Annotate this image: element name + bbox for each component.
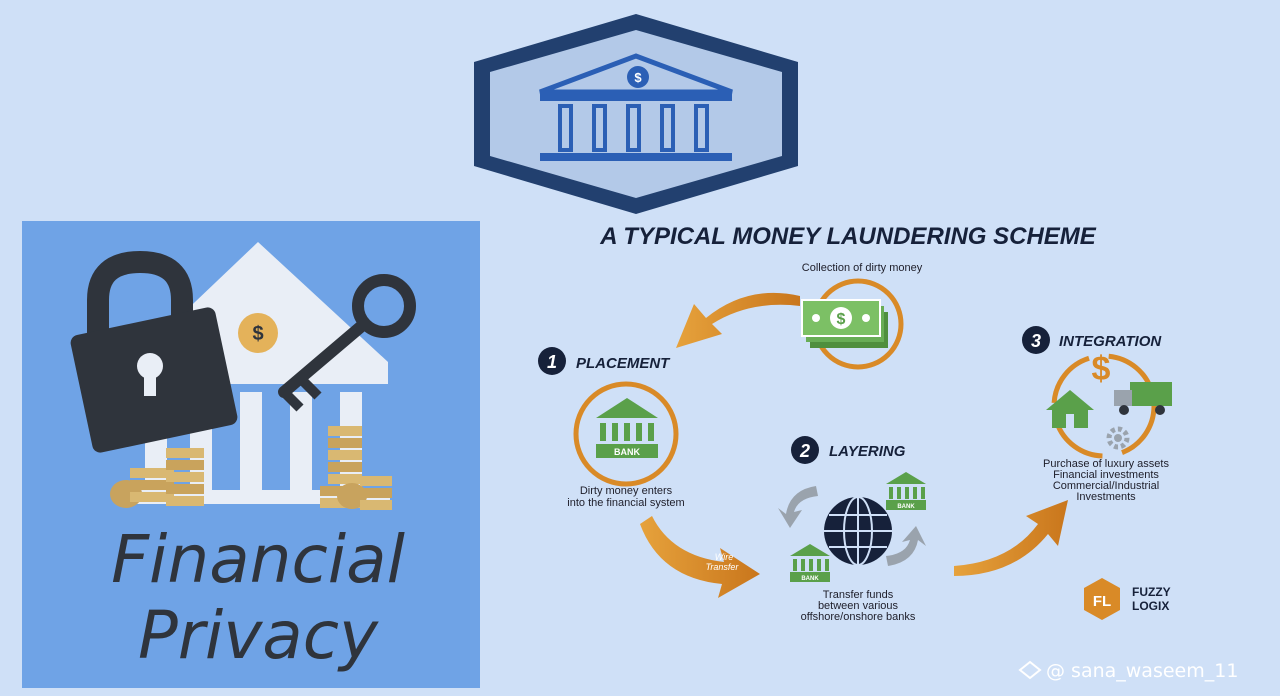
wire-label-line2: Transfer [706,562,740,572]
step-number-badge [538,347,566,375]
bank-icon: BANK [790,544,830,582]
placement-title: PLACEMENT [576,355,671,372]
flow-arrow-to-integration [954,500,1068,576]
cash-circle: $ [801,278,904,370]
layering-desc-line2: between various [818,600,899,612]
integration-title: INTEGRATION [1059,333,1162,350]
gear-icon [1106,426,1130,450]
svg-text:FL: FL [1093,593,1111,610]
layering-desc-line1: Transfer funds [823,589,894,601]
wire-label-line1: Wire [715,552,733,562]
collection-label: Collection of dirty money [802,262,923,274]
bank-icon: BANK [596,398,658,458]
step-number-badge [791,436,819,464]
bank-icon: BANK [886,472,926,510]
flow-arrow-to-placement [676,292,800,348]
padlock-icon [70,250,238,453]
dollar-icon: $ [252,323,263,345]
cash-icon: $ [801,299,888,348]
bank-label: BANK [801,576,819,582]
truck-icon [1114,382,1172,415]
financial-privacy-panel: $ [22,221,480,688]
placement-desc-line2: into the financial system [567,497,684,509]
watermark: @ sana_waseem_11 [1018,660,1238,682]
hexagon-bank-badge: $ [474,14,798,214]
integration-desc-line4: Investments [1076,491,1136,503]
bank-label: BANK [897,504,915,510]
scheme-title: A TYPICAL MONEY LAUNDERING SCHEME [599,223,1097,250]
brand-line2: LOGIX [1132,599,1169,613]
layering-desc-line3: offshore/onshore banks [801,611,916,623]
integration-desc-line1: Purchase of luxury assets [1043,458,1169,470]
bank-icon: $ [539,53,733,161]
cycle-arrow-icon [778,486,818,528]
cycle-arrow-icon [886,526,926,566]
integration-desc-line2: Financial investments [1053,469,1159,481]
step-number: 2 [799,441,810,461]
house-icon [1046,390,1094,428]
step-number: 3 [1031,331,1041,351]
coin-stack-icon [110,426,392,510]
dollar-icon: $ [634,70,642,85]
key-icon [278,274,416,412]
layering-step: 2 LAYERING BANK [778,436,926,623]
svg-text:$: $ [837,311,846,328]
step-number: 1 [547,352,557,372]
integration-desc-line3: Commercial/Industrial [1053,480,1159,492]
brand-line1: FUZZY [1132,585,1171,599]
fuzzy-logix-logo: FL FUZZY LOGIX [1084,578,1171,620]
placement-desc-line1: Dirty money enters [580,485,673,497]
step-number-badge [1022,326,1050,354]
bank-label: BANK [614,447,640,457]
wire-transfer-arrow: Wire Transfer [640,516,760,598]
placement-step: 1 PLACEMENT BANK Dirty money enters into… [538,347,685,509]
panel-line2: Privacy [138,597,379,674]
globe-icon [824,496,892,566]
panel-line1: Financial [111,521,405,598]
dollar-icon: $ [1092,350,1111,388]
layering-title: LAYERING [829,443,906,460]
integration-step: 3 INTEGRATION $ Purchase of luxury asset… [1022,326,1172,503]
watermark-text: @ sana_waseem_11 [1046,660,1238,682]
diamond-icon [1018,660,1042,680]
